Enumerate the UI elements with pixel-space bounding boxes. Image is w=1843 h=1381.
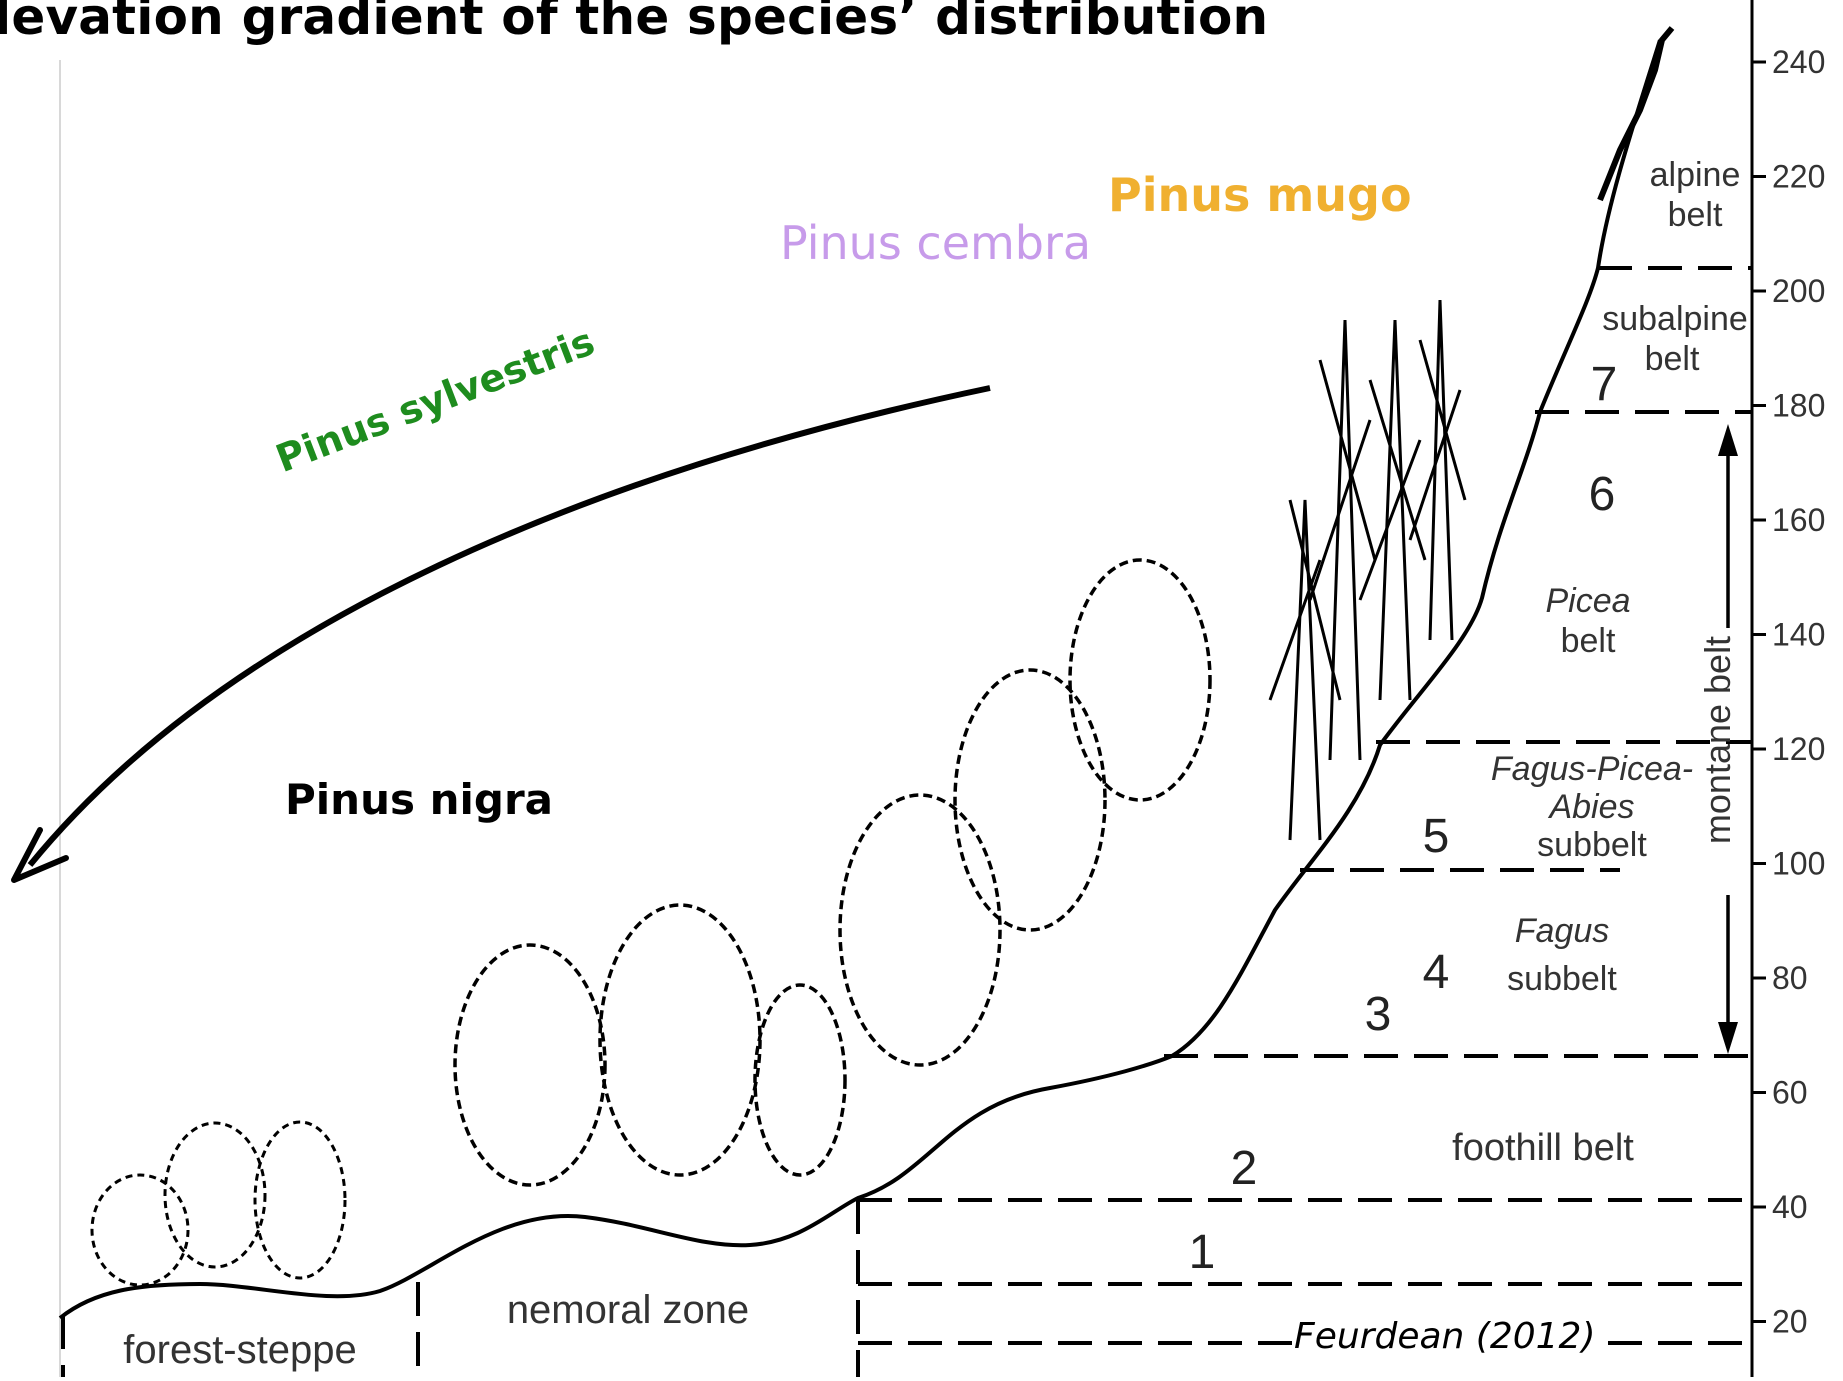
label-subalpine-1: subalpine — [1602, 300, 1748, 338]
label-picea-1: Picea — [1545, 582, 1630, 620]
species-pinus-cembra: Pinus cembra — [780, 216, 1091, 270]
label-picea-2: belt — [1561, 622, 1616, 660]
conifer-trees — [1270, 300, 1465, 840]
level-3: 3 — [1365, 988, 1392, 1041]
label-fagus-2: subbelt — [1507, 960, 1617, 998]
label-fpa-3: subbelt — [1537, 826, 1647, 864]
label-alpine-2: belt — [1668, 196, 1723, 234]
axis-tick-label: 100 — [1772, 846, 1825, 882]
axis-tick-label: 240 — [1772, 44, 1825, 80]
label-nemoral-zone: nemoral zone — [507, 1288, 749, 1332]
citation: Feurdean (2012) — [1292, 1316, 1598, 1357]
elevation-axis: 240 220 200 180 160 140 120 100 80 60 40 20 — [1752, 0, 1825, 1377]
axis-tick-label: 40 — [1772, 1189, 1808, 1225]
axis-tick-label: 180 — [1772, 388, 1825, 424]
species-pinus-nigra: Pinus nigra — [285, 775, 553, 824]
axis-tick-label: 140 — [1772, 617, 1825, 653]
label-foothill: foothill belt — [1452, 1127, 1634, 1169]
forest-steppe-trees — [92, 1122, 345, 1285]
label-fpa-1: Fagus-Picea- — [1491, 750, 1693, 788]
label-fagus-1: Fagus — [1515, 912, 1610, 950]
label-forest-steppe: forest-steppe — [123, 1328, 356, 1372]
level-6: 6 — [1589, 468, 1616, 521]
label-montane: montane belt — [1697, 636, 1738, 844]
level-4: 4 — [1423, 946, 1450, 999]
axis-tick-label: 220 — [1772, 159, 1825, 195]
axis-tick-label: 80 — [1772, 960, 1808, 996]
nemoral-trees — [455, 560, 1210, 1185]
axis-tick-label: 60 — [1772, 1075, 1808, 1111]
diagram-title: levation gradient of the species’ distri… — [0, 0, 1268, 46]
axis-tick-label: 160 — [1772, 502, 1825, 538]
label-fpa-2: Abies — [1547, 788, 1634, 826]
level-7: 7 — [1591, 358, 1618, 411]
axis-tick-label: 20 — [1772, 1304, 1808, 1340]
level-2: 2 — [1231, 1142, 1258, 1195]
level-5: 5 — [1423, 810, 1450, 863]
label-alpine-1: alpine — [1650, 156, 1741, 194]
axis-tick-label: 120 — [1772, 731, 1825, 767]
axis-tick-label: 200 — [1772, 273, 1825, 309]
label-subalpine-2: belt — [1645, 340, 1700, 378]
level-1: 1 — [1189, 1226, 1216, 1279]
species-pinus-mugo: Pinus mugo — [1108, 168, 1412, 222]
belt-labels: alpine belt subalpine belt Picea belt Fa… — [123, 156, 1748, 1372]
